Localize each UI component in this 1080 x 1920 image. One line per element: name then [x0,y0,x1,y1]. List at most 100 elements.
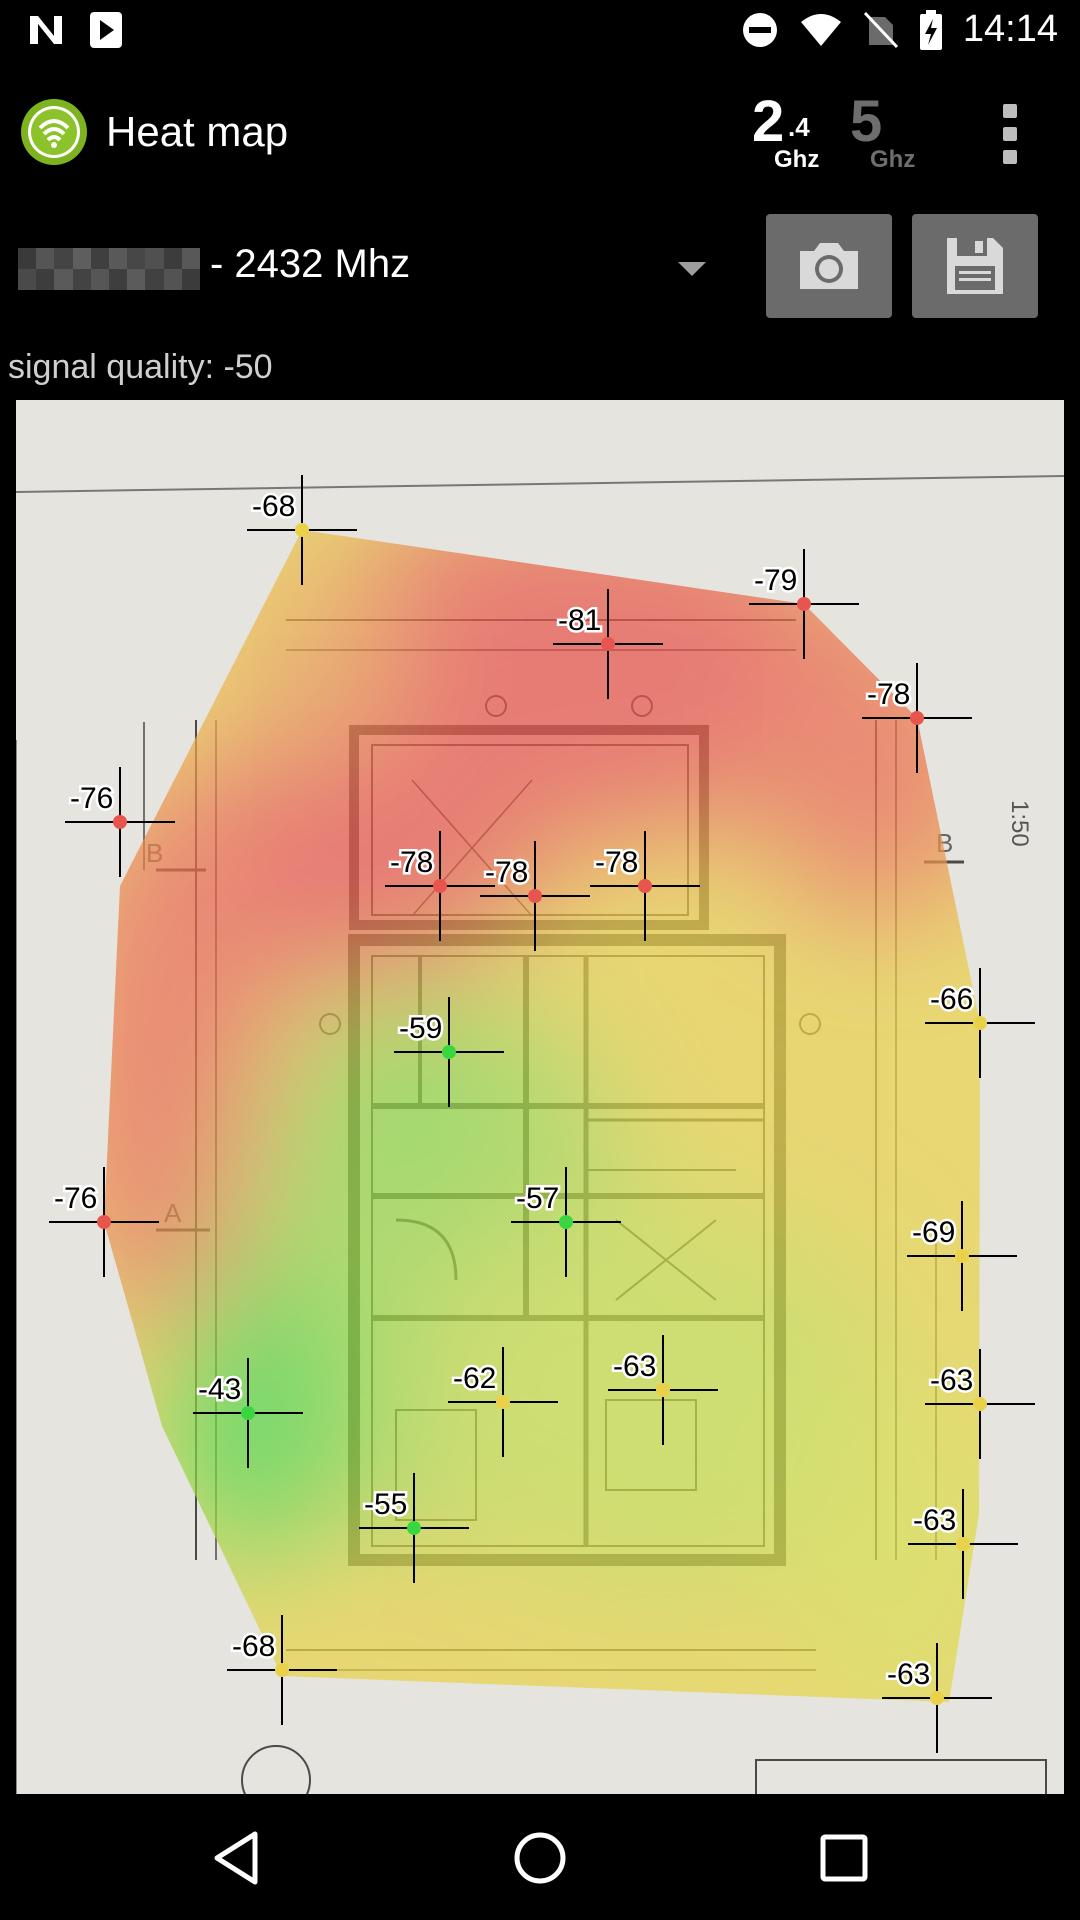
measurement-label: -55 [364,1488,407,1521]
measurement-dot [407,1521,421,1535]
measurement-dot [241,1406,255,1420]
do-not-disturb-icon [742,12,777,47]
measurement-label: -68 [232,1630,275,1663]
notification-n-icon [30,16,62,44]
measurement-dot [442,1045,456,1059]
measurement-point[interactable]: -63 [925,1349,1035,1459]
measurement-dot [601,637,615,651]
measurement-point[interactable]: -63 [908,1489,1018,1599]
camera-button[interactable] [766,214,892,318]
measurement-label: -68 [252,490,295,523]
floppy-save-icon [947,238,1003,294]
ssid-pixelated [18,248,200,290]
measurement-label: -43 [198,1373,241,1406]
measurement-dot [559,1215,573,1229]
measurement-point[interactable]: -69 [907,1201,1017,1311]
app-bar: Heat map 2 .4 Ghz 5 Ghz [0,62,1080,202]
clock: 14:14 [962,8,1058,50]
home-icon [514,1832,566,1884]
measurement-point[interactable]: -63 [608,1335,718,1445]
measurement-dot [973,1397,987,1411]
recents-icon [820,1834,868,1882]
camera-icon [800,243,858,289]
measurement-point[interactable]: -57 [511,1167,621,1277]
measurement-point[interactable]: -43 [193,1358,303,1468]
measurement-dot [496,1395,510,1409]
back-button[interactable] [196,1824,276,1892]
wifi-icon [800,13,841,46]
measurement-dot [433,879,447,893]
floorplan-scale: 1:50 [1006,800,1033,847]
measurement-point[interactable]: -76 [49,1167,159,1277]
measurement-point[interactable]: -62 [448,1347,558,1457]
frequency-label: - 2432 Mhz [210,242,411,286]
measurement-point[interactable]: -81 [553,589,663,699]
measurement-dot [797,597,811,611]
battery-charging-icon [919,9,942,50]
measurement-label: -63 [613,1350,656,1383]
measurement-point[interactable]: -79 [749,549,859,659]
app-title: Heat map [106,108,289,155]
measurement-point[interactable]: -59 [394,997,504,1107]
heat-overlay [104,530,980,1702]
measurement-label: -78 [595,846,638,879]
measurement-point[interactable]: -78 [385,831,495,941]
measurement-dot [275,1663,289,1677]
measurement-label: -76 [54,1182,97,1215]
measurement-point[interactable]: -68 [247,475,357,585]
measurement-point[interactable]: -68 [227,1615,337,1725]
navigation-bar [0,1794,1080,1920]
measurement-point[interactable]: -78 [590,831,700,941]
measurement-point[interactable]: -55 [359,1473,469,1583]
save-button[interactable] [912,214,1038,318]
home-button[interactable] [500,1824,580,1892]
measurement-point[interactable]: -66 [925,968,1035,1078]
band-2-4ghz-toggle[interactable]: 2 .4 Ghz [752,90,832,174]
heatmap-canvas: B B A 1:50 -68-79-81-78-76-78-78-78-66-5… [16,475,1064,1794]
measurement-point[interactable]: -63 [882,1643,992,1753]
measurement-label: -79 [754,564,797,597]
measurement-point[interactable]: -78 [480,841,590,951]
measurement-dot [955,1249,969,1263]
measurement-label: -76 [70,782,113,815]
band-5-unit: Ghz [870,146,916,173]
recents-button[interactable] [804,1824,884,1892]
measurement-label: -78 [485,856,528,889]
measurement-label: -63 [887,1658,930,1691]
measurement-points: -68 -79 -81 -78 -76 -78 -78 -78 -66 -59 -57 -76 -69 -… [49,475,1035,1753]
measurement-label: -63 [930,1364,973,1397]
measurement-dot [956,1537,970,1551]
band-24-main: 2 [752,89,785,154]
network-selector[interactable]: - 2432 Mhz [0,212,740,322]
measurement-dot [930,1691,944,1705]
signal-quality-label: signal quality: -50 [8,348,273,386]
measurement-label: -66 [930,983,973,1016]
band-24-sub: .4 [788,112,810,142]
measurement-dot [656,1383,670,1397]
measurement-label: -63 [913,1504,956,1537]
wifi-signal-logo-icon [21,99,87,165]
heatmap-view[interactable]: B B A 1:50 -68-79-81-78-76-78-78-78-66-5… [16,400,1064,1794]
band-24-unit: Ghz [774,146,820,173]
measurement-label: -59 [399,1012,442,1045]
measurement-dot [638,879,652,893]
overflow-menu-icon[interactable] [990,104,1030,164]
chevron-down-icon[interactable] [678,262,706,276]
status-bar: 14:14 [0,0,1080,62]
back-icon [214,1831,258,1885]
band-5ghz-toggle[interactable]: 5 Ghz [848,90,928,174]
play-store-icon [90,12,122,48]
measurement-point[interactable]: -78 [862,663,972,773]
no-sim-icon [863,11,898,48]
measurement-label: -78 [390,846,433,879]
measurement-label: -69 [912,1216,955,1249]
measurement-label: -81 [558,604,601,637]
measurement-label: -62 [453,1362,496,1395]
measurement-label: -78 [867,678,910,711]
measurement-label: -57 [516,1182,559,1215]
measurement-dot [910,711,924,725]
measurement-dot [97,1215,111,1229]
measurement-dot [528,889,542,903]
measurement-point[interactable]: -76 [65,767,175,877]
measurement-dot [113,815,127,829]
